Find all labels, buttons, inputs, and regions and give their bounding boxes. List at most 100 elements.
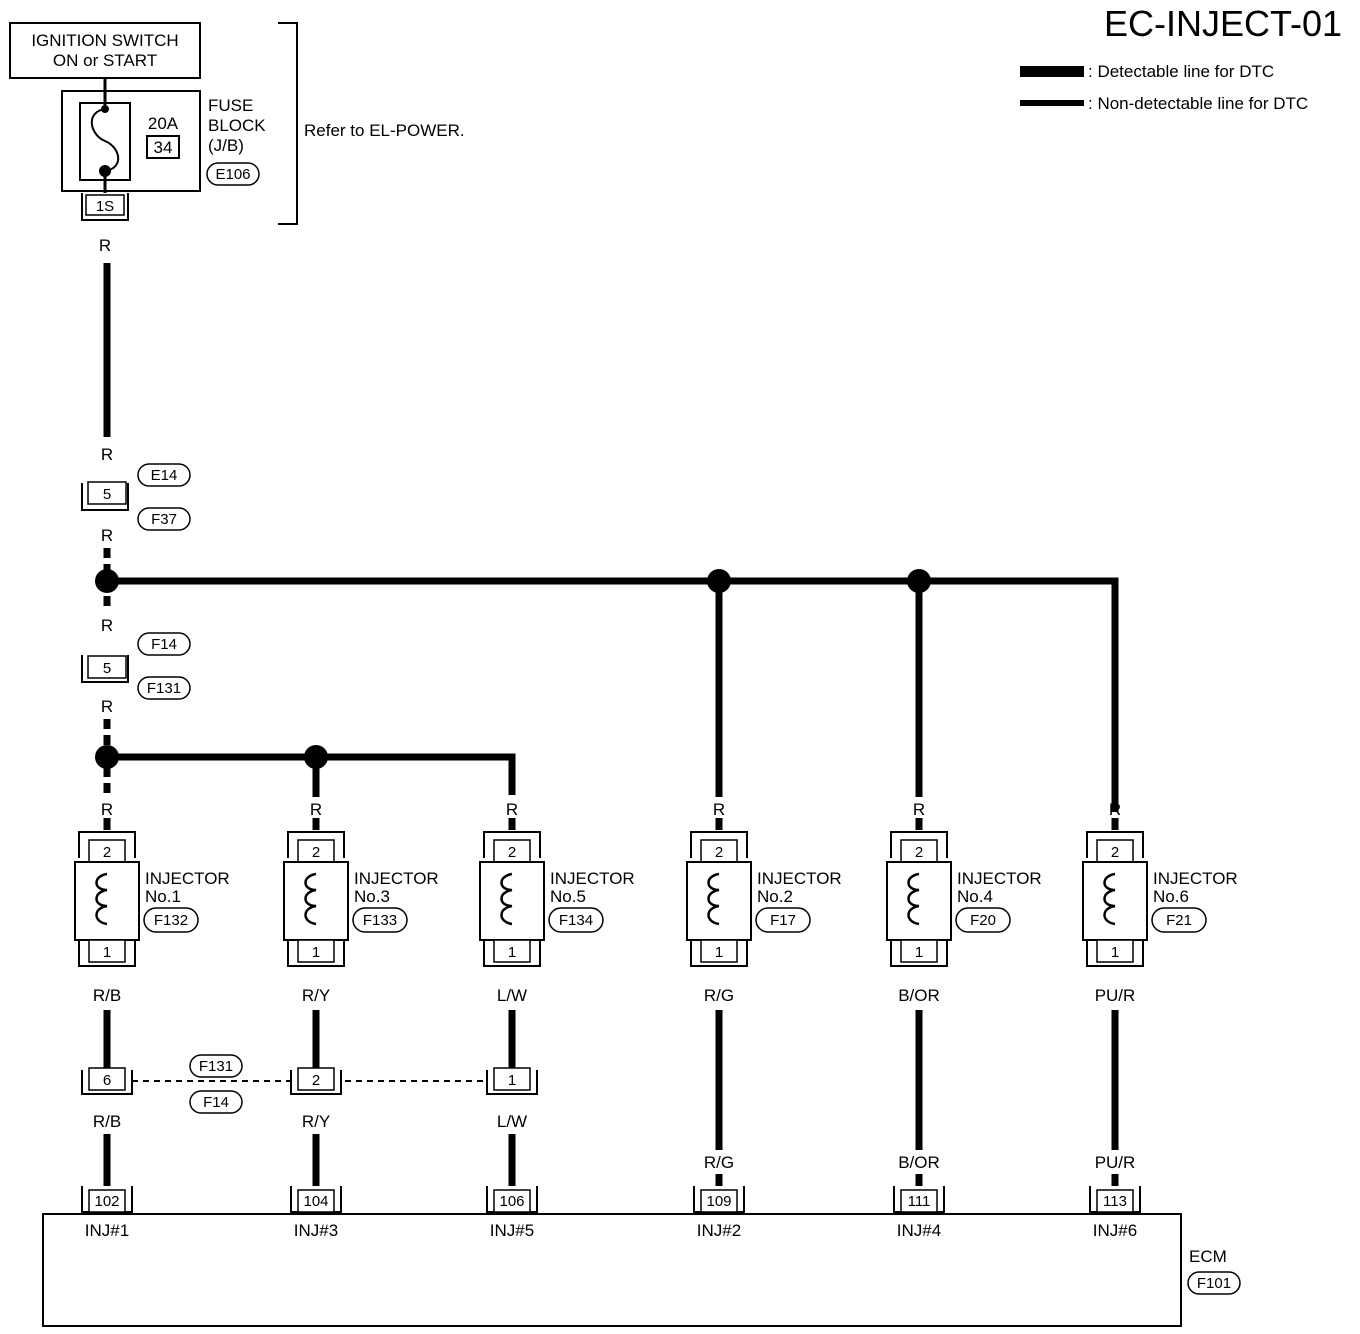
pin-top: 2 (715, 844, 723, 861)
signal-wire-color: R/G (704, 1153, 734, 1172)
pin-bottom: 1 (1111, 944, 1119, 961)
connector-oval (143, 907, 199, 933)
solenoid-coil-icon (304, 872, 317, 926)
injector-body (886, 861, 952, 941)
pin-bottom: 1 (508, 944, 516, 961)
joint-connector-box (493, 1067, 531, 1091)
connector-oval (137, 676, 191, 700)
wire-color-label: R (101, 616, 113, 635)
connector-oval (189, 1054, 243, 1078)
solenoid-coil-icon (907, 872, 920, 926)
solenoid-coil-icon (1103, 872, 1116, 926)
signal-wire-color: B/OR (898, 1153, 940, 1172)
fuse-rating: 20A (148, 114, 179, 133)
wire-color-label: R (101, 445, 113, 464)
supply-wire-color: R (506, 800, 518, 819)
joint-connector-box (87, 655, 127, 679)
connector-oval (955, 907, 1011, 933)
ecm-terminal-box (297, 1189, 335, 1213)
pin-top: 2 (312, 844, 320, 861)
ecm-terminal-box (88, 1189, 126, 1213)
ecm-pin-label: INJ#3 (294, 1221, 338, 1240)
injector-label-1: INJECTOR (757, 869, 842, 888)
joint-connector-bracket (486, 1070, 538, 1095)
signal-wire-color: PU/R (1095, 1153, 1136, 1172)
signal-wire-color: B/OR (898, 986, 940, 1005)
ecm-pin-label: INJ#1 (85, 1221, 129, 1240)
ecm-connector: F101 (1197, 1275, 1231, 1292)
injector-connector: F134 (559, 912, 593, 929)
wire-color-label: R (99, 236, 111, 255)
connector-bracket (1086, 940, 1144, 967)
ecm-terminal-box (900, 1189, 938, 1213)
ecm-box (42, 1213, 1182, 1327)
injector-label-1: INJECTOR (957, 869, 1042, 888)
legend-non-detectable: : Non-detectable line for DTC (1088, 94, 1308, 113)
ecm-terminal-box (493, 1189, 531, 1213)
signal-wire-color: R/Y (302, 1112, 330, 1131)
signal-wire-color: PU/R (1095, 986, 1136, 1005)
fuse-block-label-3: (J/B) (208, 136, 244, 155)
connector-oval (137, 507, 191, 531)
injector-connector: F132 (154, 912, 188, 929)
pin-bottom: 1 (915, 944, 923, 961)
ecm-pin-label: INJ#5 (490, 1221, 534, 1240)
injector-label-2: No.5 (550, 887, 586, 906)
pin-box (1096, 939, 1134, 963)
ecm-terminal: 113 (1103, 1193, 1127, 1210)
injector-label-1: INJECTOR (354, 869, 439, 888)
connector-oval (137, 632, 191, 656)
injector-connector: F133 (363, 912, 397, 929)
injector-label-2: No.6 (1153, 887, 1189, 906)
solenoid-coil-icon (95, 872, 108, 926)
injector-label-1: INJECTOR (145, 869, 230, 888)
solenoid-coil-icon (500, 872, 513, 926)
injector-body (74, 861, 140, 941)
supply-bus-wire (107, 753, 516, 795)
injector-label-2: No.4 (957, 887, 993, 906)
pin-box (493, 939, 531, 963)
ecm-terminal: 111 (908, 1193, 931, 1210)
connector-oval (1187, 1271, 1241, 1295)
refer-bracket (278, 22, 298, 225)
ignition-switch-label-1: IGNITION SWITCH (31, 31, 178, 50)
fuse-icon (90, 108, 120, 172)
ecm-terminal: 106 (499, 1193, 524, 1210)
solenoid-coil-icon (707, 872, 720, 926)
joint-terminal: 6 (103, 1072, 111, 1089)
ecm-terminal: 104 (303, 1193, 328, 1210)
signal-wire-color: L/W (497, 986, 527, 1005)
joint-connector-bracket (290, 1070, 342, 1095)
joint-connector-top: F14 (151, 636, 177, 653)
supply-wire-color: R (713, 800, 725, 819)
supply-wire-color: R (310, 800, 322, 819)
injector-body (479, 861, 545, 941)
joint-connector-bracket (81, 655, 129, 683)
signal-joint-connector-bottom: F14 (203, 1094, 229, 1111)
joint-terminal: 2 (312, 1072, 320, 1089)
injector-connector: F20 (970, 912, 996, 929)
legend-thin-line (1020, 100, 1084, 106)
signal-wire-color: R/G (704, 986, 734, 1005)
fuse-terminal-box (85, 194, 125, 216)
wire-color-label: R (101, 697, 113, 716)
pin-top: 2 (915, 844, 923, 861)
injector-label-1: INJECTOR (1153, 869, 1238, 888)
pin-box (700, 939, 738, 963)
ecm-terminal: 109 (706, 1193, 731, 1210)
injector-label-2: No.3 (354, 887, 390, 906)
connector-oval (755, 907, 811, 933)
connector-bracket (690, 831, 748, 858)
connector-bracket (483, 940, 541, 967)
connector-bracket (483, 831, 541, 858)
pin-bottom: 1 (715, 944, 723, 961)
injector-label-2: No.2 (757, 887, 793, 906)
joint-connector-box (297, 1067, 335, 1091)
fuse-terminal: 1S (96, 198, 114, 215)
refer-text: Refer to EL-POWER. (304, 121, 465, 140)
fuse-number: 34 (154, 138, 173, 157)
pin-box (297, 939, 335, 963)
